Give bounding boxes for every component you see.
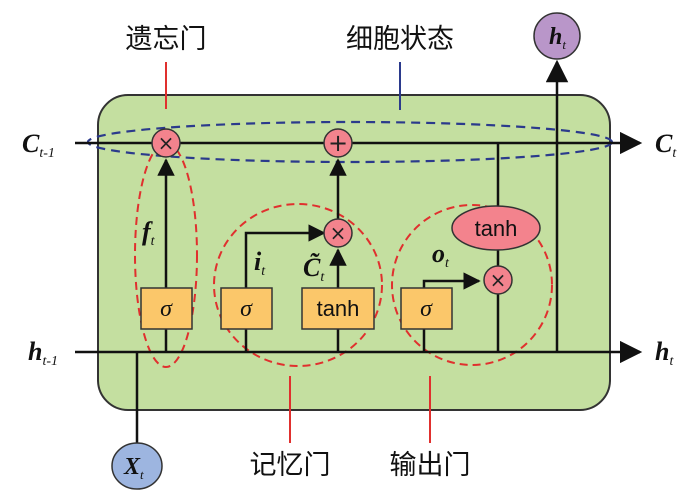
- forget-multiply-node: ×: [151, 128, 181, 158]
- f-gate-label: ft: [142, 217, 156, 249]
- output-multiply-symbol: ×: [490, 268, 507, 292]
- c-prev-label: Ct-1: [22, 129, 55, 161]
- memory-gate-title: 记忆门: [250, 450, 331, 481]
- forget-multiply-symbol: ×: [158, 131, 175, 155]
- sigma-input-block: σ: [220, 287, 273, 330]
- o-gate-label: ot: [432, 239, 450, 271]
- sigma-output-block: σ: [400, 287, 453, 330]
- tanh-output-label: tanh: [475, 216, 518, 241]
- input-multiply-symbol: ×: [330, 221, 347, 245]
- tanh-output-node: tanh: [451, 205, 541, 251]
- input-multiply-node: ×: [323, 218, 353, 248]
- output-gate-ellipse: [391, 204, 553, 366]
- c-out-label: Ct: [655, 129, 677, 161]
- h-out-label: ht: [655, 337, 674, 369]
- cell-add-node: +: [323, 128, 353, 158]
- sigma-output-label: σ: [420, 296, 433, 322]
- output-multiply-node: ×: [483, 265, 513, 295]
- c-tilde-label: C̃t: [303, 253, 325, 285]
- output-gate-title: 输出门: [390, 450, 471, 481]
- h-prev-label: ht-1: [28, 337, 58, 369]
- sigma-forget-label: σ: [160, 296, 173, 322]
- sigma-input-label: σ: [240, 296, 253, 322]
- h-output-node: ht: [533, 12, 581, 60]
- cell-add-symbol: +: [328, 129, 348, 157]
- i-gate-label: it: [254, 247, 266, 279]
- tanh-candidate-label: tanh: [317, 296, 360, 321]
- tanh-candidate-block: tanh: [301, 287, 375, 330]
- forget-gate-title: 遗忘门: [126, 24, 207, 55]
- memory-gate-ellipse: [213, 203, 383, 367]
- h-top-label: ht: [549, 24, 566, 52]
- x-input-node: Xt: [111, 442, 163, 490]
- x-input-label: Xt: [123, 454, 144, 482]
- sigma-forget-block: σ: [140, 287, 193, 330]
- cell-state-title: 细胞状态: [346, 24, 454, 55]
- lstm-cell-body: [97, 94, 611, 411]
